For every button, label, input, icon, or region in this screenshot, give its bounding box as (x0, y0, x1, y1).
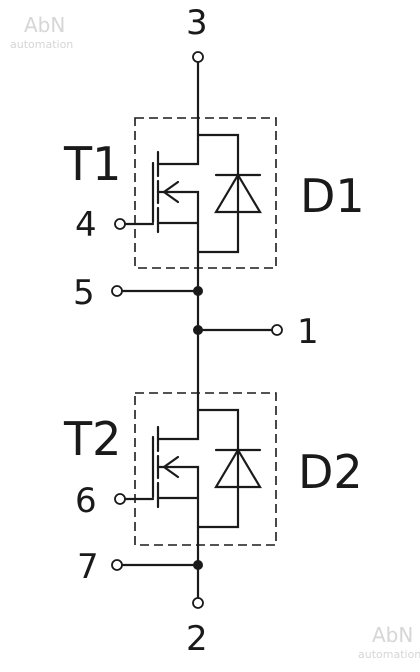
diode-d2-symbol (196, 408, 262, 529)
watermark-top-left: AbN automation (10, 13, 73, 51)
watermark-logo-text: AbN (372, 623, 413, 647)
diode-loop-wire (196, 133, 240, 254)
watermark-bottom-right: AbN automation (358, 623, 420, 661)
module-upper (123, 117, 277, 269)
terminal-5-label: 5 (73, 273, 95, 313)
transistor-t1-label: T1 (63, 137, 121, 191)
diode-d1-symbol (196, 133, 262, 254)
terminal-1-pin (271, 324, 283, 336)
body-lead (156, 190, 200, 254)
terminal-7-label: 7 (77, 547, 99, 587)
module-upper-boundary (134, 117, 277, 269)
module-lower (123, 392, 277, 546)
transistor-t2-label: T2 (63, 412, 121, 466)
terminal-6-label: 6 (75, 481, 97, 521)
diode-d1-label: D1 (300, 169, 365, 223)
body-lead (156, 465, 200, 529)
transistor-t2-symbol (123, 408, 200, 529)
terminal-1-label: 1 (297, 312, 319, 352)
terminal-2-label: 2 (186, 619, 208, 659)
module-lower-boundary (134, 392, 277, 546)
body-arrow (162, 455, 180, 479)
diode-loop-wire (196, 408, 240, 529)
diode-d2-label: D2 (298, 445, 363, 499)
body-arrow (162, 180, 180, 204)
terminal-4-label: 4 (75, 205, 97, 245)
terminal-2-pin (192, 597, 204, 609)
junction-dot (193, 286, 203, 296)
diode-triangle (214, 172, 262, 214)
watermark-sub-text: automation (10, 38, 73, 51)
terminal-6-pin (114, 493, 126, 505)
watermark-sub-text: automation (358, 648, 420, 661)
transistor-t1-symbol (123, 133, 200, 254)
watermark-logo-text: AbN (24, 13, 65, 37)
drain-lead (156, 133, 200, 166)
terminal-4-pin (114, 218, 126, 230)
drain-lead (156, 408, 200, 441)
junction-dot (193, 325, 203, 335)
terminal-7-pin (111, 559, 123, 571)
diode-triangle (214, 447, 262, 489)
terminal-5-pin (111, 285, 123, 297)
junction-dot (193, 560, 203, 570)
terminal-3-pin (192, 51, 204, 63)
terminal-3-label: 3 (186, 3, 208, 43)
